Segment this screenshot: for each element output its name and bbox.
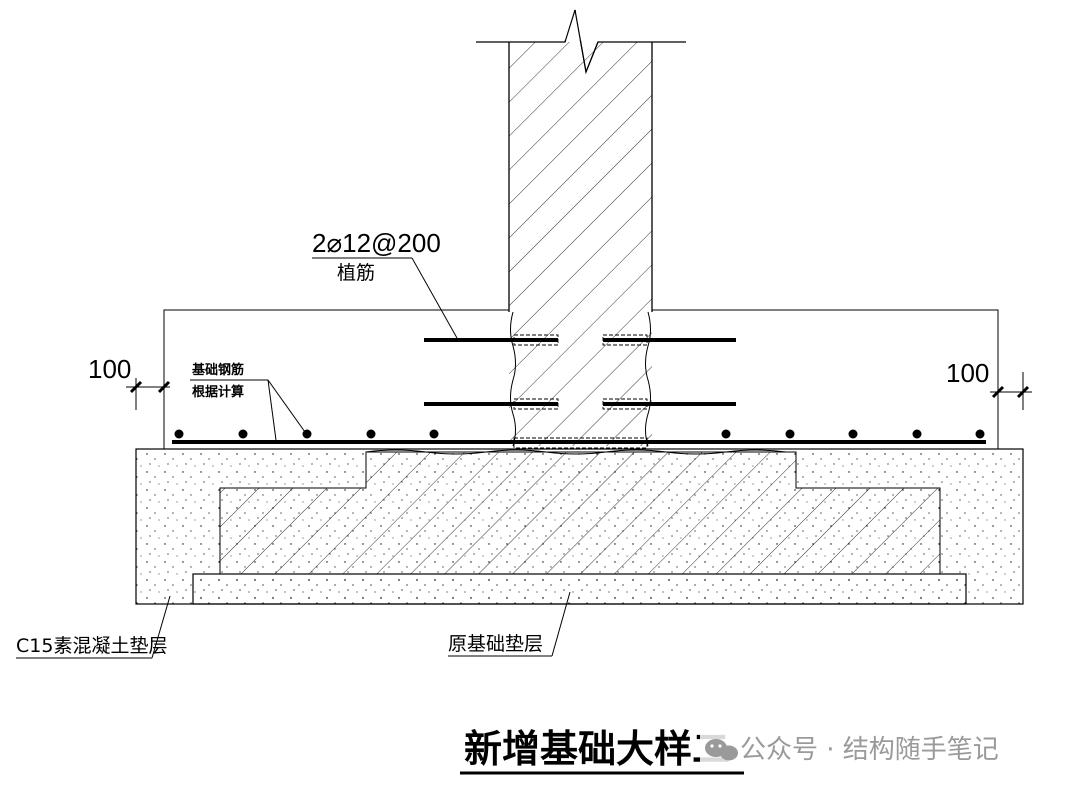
watermark-text: 公众号 · 结构随手笔记 [740, 735, 999, 765]
rough-interface [365, 449, 796, 455]
bottom-rebar [172, 429, 986, 444]
dowel-desc: 植筋 [337, 262, 375, 284]
rebar-dot [429, 429, 439, 439]
title-text: 新增基础大样二 [464, 727, 730, 771]
column-rough-edge-right [645, 311, 651, 447]
dimension-left-text: 100 [88, 354, 131, 384]
original-foundation [135, 448, 1024, 605]
rebar-note-line1: 基础钢筋 [191, 362, 244, 378]
dowel-bars [424, 334, 736, 449]
column [476, 9, 686, 447]
rebar-dot [785, 429, 795, 439]
new-foundation [163, 309, 999, 449]
label-c15-text: C15素混凝土垫层 [16, 635, 167, 657]
original-cushion [192, 573, 967, 605]
rebar-dot [721, 429, 731, 439]
rebar-dot [174, 429, 184, 439]
rebar-dot [238, 429, 248, 439]
dimension-right-text: 100 [946, 358, 989, 388]
label-c15: C15素混凝土垫层 [16, 595, 171, 659]
watermark: 公众号 · 结构随手笔记 [700, 726, 1045, 770]
rebar-dot [912, 429, 922, 439]
rebar-dot [848, 429, 858, 439]
rebar-note-line2: 根据计算 [192, 384, 244, 400]
label-original-text: 原基础垫层 [448, 633, 543, 655]
rebar-dot [366, 429, 376, 439]
drawing-title: 新增基础大样二 [460, 727, 744, 775]
dowel-note: 2⌀12@200 植筋 [312, 228, 458, 339]
dowel-spec: 2⌀12@200 [312, 228, 441, 258]
label-original: 原基础垫层 [448, 591, 571, 657]
wechat-icon [705, 739, 738, 761]
dimension-left: 100 [88, 354, 171, 410]
rebar-dot [975, 429, 985, 439]
dimension-right: 100 [946, 358, 1032, 410]
column-rough-edge-left [510, 311, 516, 447]
rebar-note: 基础钢筋 根据计算 [190, 362, 306, 441]
